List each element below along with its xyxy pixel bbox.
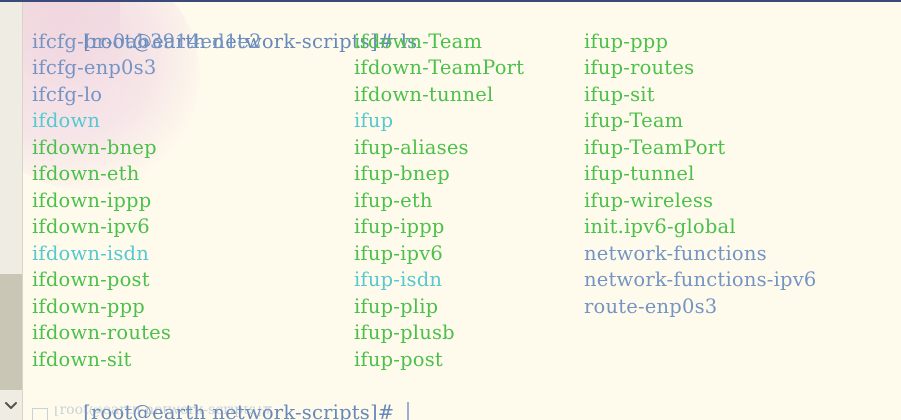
listing-entry: ifup-aliases bbox=[354, 135, 469, 159]
listing-entry: ifdown-isdn bbox=[32, 241, 150, 265]
listing-entry: network-functions bbox=[584, 241, 767, 265]
listing-entry: ifup-ppp bbox=[584, 29, 669, 53]
listing-entry: ifdown-ppp bbox=[32, 294, 145, 318]
listing-entry: ifup-Team bbox=[584, 109, 684, 132]
clipped-bottom-row: [root@earth network-scripts]# bbox=[24, 406, 901, 420]
listing-entry: ifup-eth bbox=[354, 188, 433, 212]
listing-entry: ifup-tunnel bbox=[584, 162, 695, 185]
listing-entry: ifup-routes bbox=[584, 56, 695, 79]
clipped-checkbox-icon bbox=[32, 408, 48, 420]
listing-entry: ifdown-sit bbox=[32, 347, 132, 371]
listing-entry: ifup-sit bbox=[584, 82, 655, 106]
terminal-scrollbar[interactable] bbox=[0, 2, 23, 420]
scrollbar-track[interactable] bbox=[0, 2, 22, 274]
listing-entry: ifdown bbox=[32, 109, 101, 132]
prompt-line-bottom: [root@earth network-scripts]# bbox=[24, 373, 409, 420]
listing-entry: ifdown-post bbox=[32, 268, 150, 291]
listing-entry: ifup-bnep bbox=[354, 162, 450, 185]
listing-entry: ifup-plip bbox=[354, 294, 439, 318]
listing-entry: ifdown-tunnel bbox=[354, 82, 494, 106]
listing-entry: ifcfg-lo bbox=[32, 82, 103, 106]
listing-entry: init.ipv6-global bbox=[584, 215, 736, 238]
command-line: [root@earth network-scripts]# ls bbox=[24, 30, 901, 135]
listing-entry: ifup-post bbox=[354, 347, 443, 371]
terminal-output[interactable]: [root@earth network-scripts]# ls ifcfg-b… bbox=[24, 2, 901, 420]
listing-entry: ifup-plusb bbox=[354, 321, 455, 344]
listing-entry: ifdown-ippp bbox=[32, 188, 152, 212]
listing-entry: ifup-TeamPort bbox=[584, 135, 726, 159]
scrollbar-thumb[interactable] bbox=[0, 274, 22, 390]
listing-entry: ifdown-TeamPort bbox=[354, 56, 525, 79]
text-cursor bbox=[406, 401, 409, 420]
command-text: ls bbox=[400, 29, 418, 53]
listing-entry: ifdown-Team bbox=[354, 29, 483, 53]
listing-entry: ifup-ippp bbox=[354, 215, 445, 238]
chevron-down-icon bbox=[5, 401, 17, 410]
listing-entry: ifdown-routes bbox=[32, 321, 172, 344]
listing-entry: route-enp0s3 bbox=[584, 294, 718, 318]
listing-entry: ifdown-ipv6 bbox=[32, 215, 150, 238]
clipped-bottom-text: [root@earth network-scripts]# bbox=[54, 406, 274, 418]
listing-entry: ifup bbox=[354, 109, 394, 132]
prompt-bottom: [root@earth network-scripts]# bbox=[83, 400, 401, 420]
listing-entry: ifdown-bnep bbox=[32, 135, 157, 159]
window-top-border bbox=[0, 0, 901, 2]
listing-entry: ifcfg-enp0s3 bbox=[32, 56, 157, 79]
listing-entry: ifcfg-br-0ab3914ed1e2 bbox=[32, 29, 262, 53]
listing-entry: ifup-isdn bbox=[354, 268, 443, 291]
listing-entry: ifup-ipv6 bbox=[354, 241, 444, 265]
listing-entry: ifup-wireless bbox=[584, 188, 714, 212]
listing-entry: ifdown-eth bbox=[32, 162, 140, 185]
listing-entry: network-functions-ipv6 bbox=[584, 268, 817, 291]
scrollbar-down-button[interactable] bbox=[0, 390, 22, 420]
